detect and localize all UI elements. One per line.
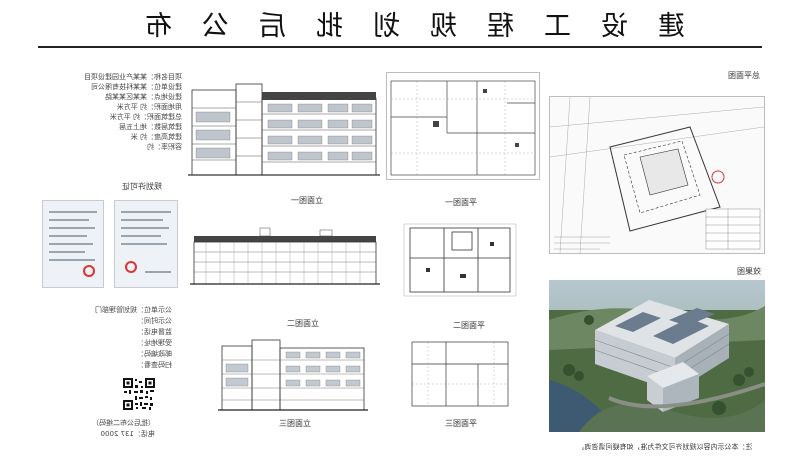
elevation-1-label: 立面图一 <box>291 196 323 205</box>
elevation-drawing-3 <box>218 336 368 414</box>
plan-2-label: 平面图二 <box>453 321 485 330</box>
elevation-3-label: 立面图三 <box>279 419 311 428</box>
footer-info: （批后公布二维码） 电话：137 2000 <box>92 419 155 438</box>
page-title: 建设工程规划批后公布 <box>115 11 685 42</box>
site-plan <box>549 96 765 254</box>
floor-plan-1 <box>386 72 540 180</box>
elevation-2-label: 立面图二 <box>287 319 319 328</box>
permit-document-1 <box>42 200 104 288</box>
plan-1-label: 平面图一 <box>445 198 477 207</box>
aerial-rendering <box>549 280 765 432</box>
rendering-label: 效果图 <box>737 267 761 276</box>
site-plan-label: 总平面图 <box>728 71 760 80</box>
floor-plan-3 <box>406 334 514 412</box>
permit-document-2 <box>114 200 178 288</box>
red-seal-icon <box>125 261 137 273</box>
elevation-drawing-2 <box>190 224 380 288</box>
red-seal-icon <box>83 265 95 277</box>
elevation-drawing-1 <box>188 80 380 183</box>
title-divider <box>38 46 762 48</box>
floor-plan-2 <box>400 218 520 300</box>
qr-code[interactable] <box>122 377 156 411</box>
permit-docs-caption: 规划许可证 <box>122 182 162 191</box>
plan-3-label: 平面图三 <box>445 419 477 428</box>
project-description: 项目名称：某某产业园建设项目 建设单位：某某科技有限公司 建设地点：某某区某某路… <box>84 73 182 151</box>
contact-info: 公示单位：规划管理部门 公示时间： 监督电话： 受理地址： 邮政编码： 扫码查看… <box>95 306 172 369</box>
footer-note: 注：本公示内容以规划许可文件为准，如有疑问请咨询。 <box>577 443 753 451</box>
